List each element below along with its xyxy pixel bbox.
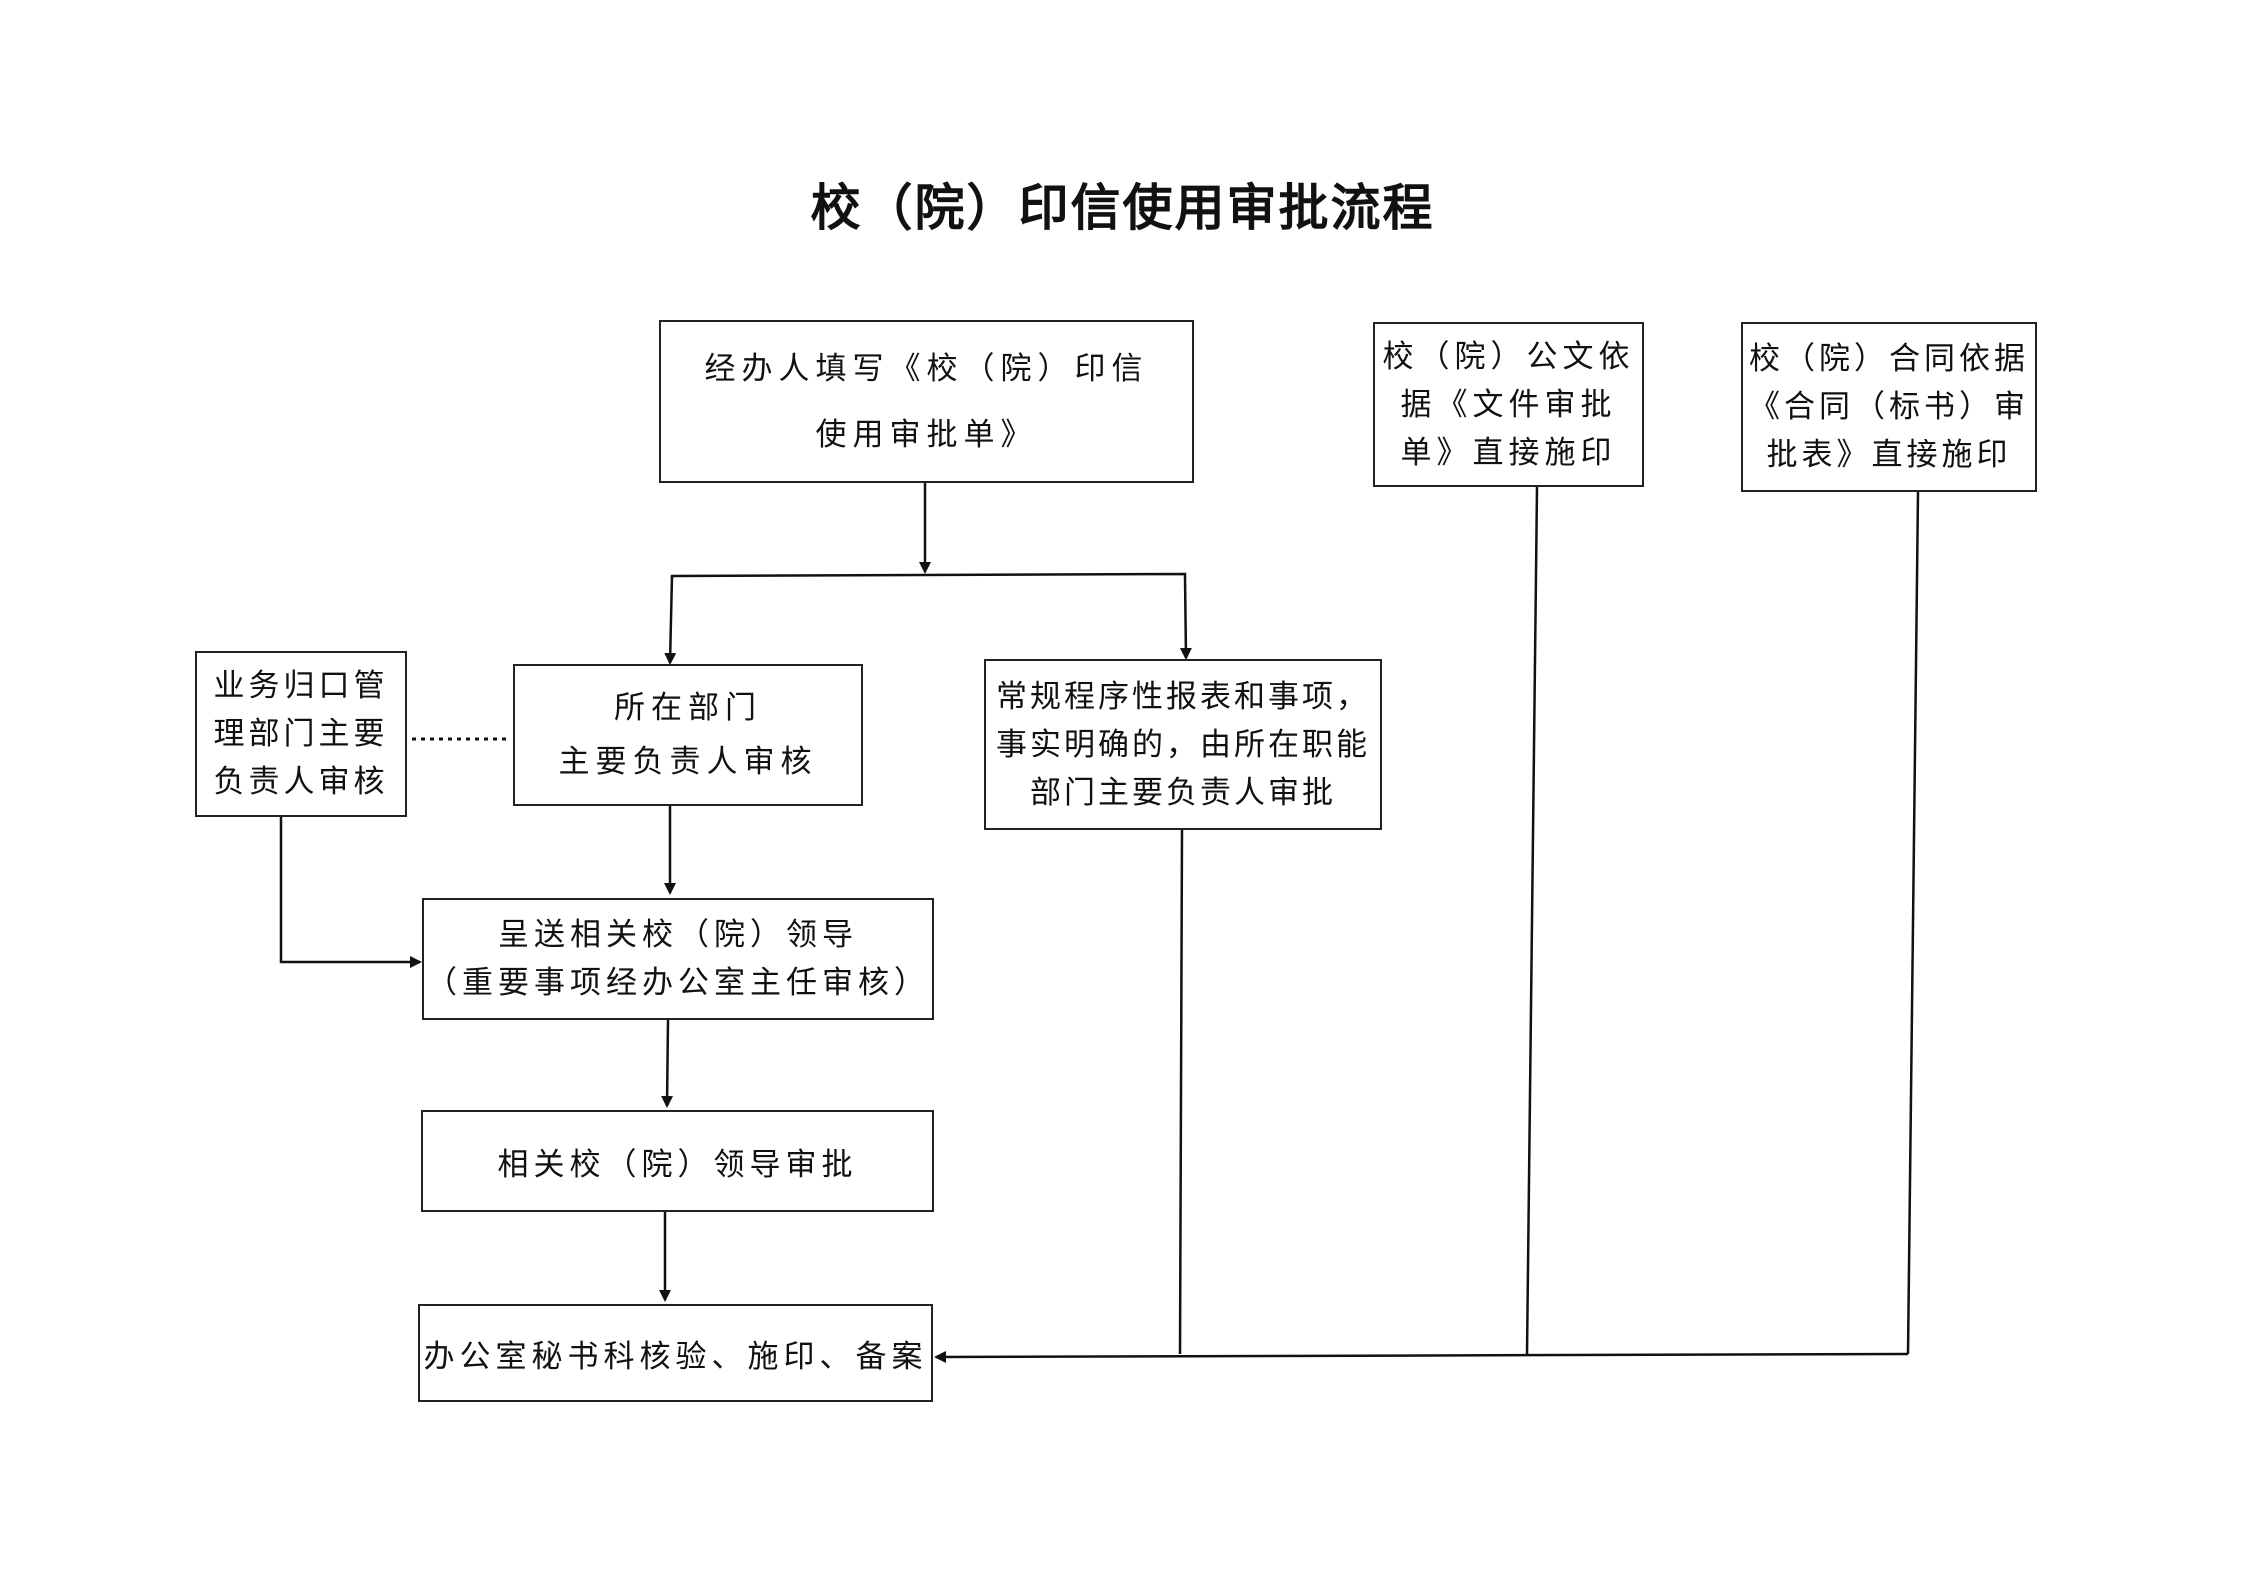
submit-line-2: （重要事项经办公室主任审核） (426, 965, 930, 1001)
routine-matters-box: 常规程序性报表和事项， 事实明确的，由所在职能 部门主要负责人审批 (984, 659, 1382, 830)
document-line-1: 校（院）公文依 (1382, 338, 1635, 375)
routine-line (1178, 829, 1184, 1355)
submit-to-leader-box: 呈送相关校（院）领导 （重要事项经办公室主任审核） (422, 898, 934, 1020)
arrow-to-routine (1179, 575, 1192, 660)
business-dept-review-box: 业务归口管 理部门主要 负责人审核 (195, 651, 407, 817)
page-title: 校（院）印信使用审批流程 (810, 178, 1435, 237)
office-label: 办公室秘书科核验、施印、备案 (423, 1338, 928, 1375)
contract-line (1906, 491, 1920, 1355)
business-dept-line-2: 理部门主要 (213, 716, 389, 752)
dept-head-line-1: 所在部门 (614, 690, 762, 726)
arrow-submit-to-leader (661, 1019, 674, 1108)
arrow-to-dept-head (664, 575, 677, 665)
leader-approval-box: 相关校（院）领导审批 (421, 1110, 934, 1212)
start-box-line-1: 经办人填写《校（院）印信 (704, 350, 1149, 387)
contract-line-3: 批表》直接施印 (1766, 437, 2012, 473)
leader-approval-label: 相关校（院）领导审批 (497, 1146, 858, 1183)
routine-line-3: 部门主要负责人审批 (1030, 774, 1336, 811)
office-seal-box: 办公室秘书科核验、施印、备案 (418, 1304, 933, 1402)
document-line-2: 据《文件审批 (1400, 386, 1617, 423)
routine-line-2: 事实明确的，由所在职能 (996, 726, 1370, 763)
arrow-business-to-submit (279, 816, 422, 968)
business-dept-line-1: 业务归口管 (213, 668, 389, 704)
dept-head-line-2: 主要负责人审核 (558, 744, 818, 780)
submit-line-1: 呈送相关校（院）领导 (498, 917, 858, 953)
business-dept-line-3: 负责人审核 (213, 764, 389, 800)
document-seal-box: 校（院）公文依 据《文件审批 单》直接施印 (1373, 322, 1644, 487)
arrow-to-office (934, 1350, 1909, 1363)
contract-line-1: 校（院）合同依据 (1749, 341, 2029, 377)
contract-seal-box: 校（院）合同依据 《合同（标书）审 批表》直接施印 (1741, 322, 2037, 492)
start-box-line-2: 使用审批单》 (815, 416, 1038, 453)
start-box: 经办人填写《校（院）印信 使用审批单》 (659, 320, 1194, 483)
document-line-3: 单》直接施印 (1400, 434, 1617, 471)
dept-head-review-box: 所在部门 主要负责人审核 (513, 664, 863, 806)
document-line (1525, 486, 1539, 1355)
routine-line-1: 常规程序性报表和事项， (996, 678, 1370, 715)
split-line (670, 572, 1187, 578)
contract-line-2: 《合同（标书）审 (1749, 389, 2029, 425)
